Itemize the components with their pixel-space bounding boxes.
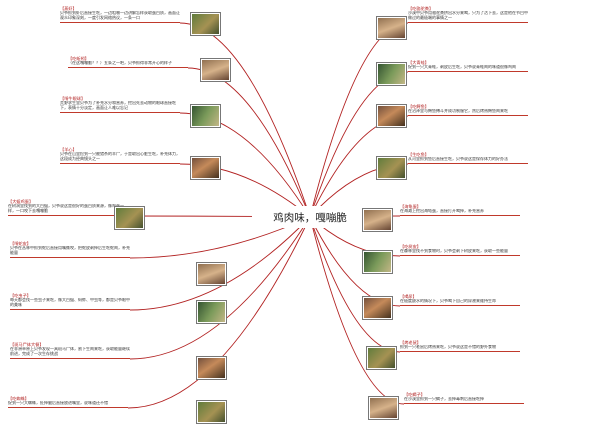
topic-node: 【吃蜘蛛】捉到一只大蜘蛛，扯掉腿后直接放进嘴里，说味道还不错 xyxy=(8,396,128,408)
topic-text: 在极度缺水的情况下，贝爷喝下自己的尿液来维持生命 xyxy=(400,299,520,306)
topic-node: 【海龟蛋】在海滩上挖出海龟蛋，直接打开喝掉，补充营养 xyxy=(400,204,520,216)
topic-node: 【蒸虾】贝爷抓到虾后直接生吃，一边咀嚼一边讲解怎样获取蛋白质，画面让观众印象深刻… xyxy=(60,6,180,23)
topic-text: 捉到一只大蜘蛛，扯掉腿后直接放进嘴里，说味道还不错 xyxy=(8,401,128,408)
topic-text: 每天都会找一些虫子来吃，像大白蛆、蚂蚱、甲虫等，都是贝爷眼中的美味 xyxy=(10,298,130,310)
photo-thumbnail xyxy=(196,356,227,380)
topic-node: 【吃骆驼粪】沙漠中贝爷用骆驼粪挤出水分来喝，只为了活下去，这是他在节目中做过的最… xyxy=(408,6,528,23)
topic-heading: 【羊心】 xyxy=(60,147,77,152)
topic-heading: 【斑马尸体大餐】 xyxy=(10,342,44,347)
topic-text: 贝爷抓到虾后直接生吃，一边咀嚼一边讲解怎样获取蛋白质，画面让观众印象深刻，一度引… xyxy=(60,11,180,23)
topic-node: 【啃蛇皮】贝爷在丛林中抓到蛇后直接用嘴撕咬，把蛇皮剥掉后生吃蛇肉，补充能量 xyxy=(10,241,130,258)
topic-node: 【烤老鼠】抓到一只老鼠后烤熟来吃，贝爷说这是不错的野外食物 xyxy=(400,340,520,352)
photo-thumbnail xyxy=(196,400,227,424)
topic-text: 在沙漠里抓到一只蝎子，去掉毒刺后直接吃掉 xyxy=(404,397,524,404)
photo-thumbnail xyxy=(190,12,221,36)
topic-heading: 【吃树皮】 xyxy=(400,244,421,249)
topic-heading: 【吃蚯蚓】 xyxy=(68,56,89,61)
topic-text: 在森林里找不到食物时，贝爷会剥下树皮来吃，获取一些能量 xyxy=(400,249,520,256)
topic-text: 在非洲草原上贝爷发现一具斑马尸体，割下生肉来吃，获取能量继续前进，完成了一次生存… xyxy=(10,347,130,359)
photo-thumbnail xyxy=(366,346,397,370)
photo-thumbnail xyxy=(376,16,407,40)
connector-line xyxy=(309,71,409,218)
topic-text: 从河里抓到鱼后直接生吃，贝爷说这是保存体力的好办法 xyxy=(408,157,528,164)
topic-text: 贝爷在丛林中抓到蛇后直接用嘴撕咬，把蛇皮剥掉后生吃蛇肉，补充能量 xyxy=(10,246,130,258)
photo-thumbnail xyxy=(114,206,145,230)
topic-heading: 【吃蜘蛛】 xyxy=(8,396,29,401)
topic-heading: 【吃鳄鱼】 xyxy=(408,104,429,109)
topic-text: 在树洞里找到的大白蛆，贝爷说这是很好的蛋白质来源，像鸡蛋一样，一口咬下去嘎嘣脆 xyxy=(8,204,128,216)
topic-heading: 【啃蛇皮】 xyxy=(10,241,31,246)
topic-heading: 【喝尿】 xyxy=(400,294,417,299)
topic-text: 荒野求生里贝爷为了补充水分和营养，挖出死去动物的眼球直接吃下，表情十分淡定，画面… xyxy=(60,101,180,113)
photo-thumbnail xyxy=(196,300,227,324)
topic-text: 捉到一只大青蛙，剥皮后生吃，贝爷说青蛙肉的味道很像鸡肉 xyxy=(408,65,528,72)
photo-thumbnail xyxy=(196,262,227,286)
photo-thumbnail xyxy=(362,250,393,274)
topic-node: 【羊心】贝爷在山里捡到一只被猎杀的羊尸，于是取出心脏生吃，补充体力，这段成为经典… xyxy=(60,147,180,164)
topic-node: 【斑马尸体大餐】在非洲草原上贝爷发现一具斑马尸体，割下生肉来吃，获取能量继续前进… xyxy=(10,342,130,359)
central-topic: 鸡肉味，嘎嘣脆 xyxy=(252,206,368,228)
photo-thumbnail xyxy=(376,156,407,180)
topic-node: 【吃鳄鱼】在沼泽里与鳄鱼搏斗并成功制服它，然后烤熟鳄鱼肉来吃 xyxy=(408,104,528,116)
photo-thumbnail xyxy=(376,62,407,86)
topic-text: 在沼泽里与鳄鱼搏斗并成功制服它，然后烤熟鳄鱼肉来吃 xyxy=(408,109,528,116)
topic-node: 【大蛆鸡蛋】在树洞里找到的大白蛆，贝爷说这是很好的蛋白质来源，像鸡蛋一样，一口咬… xyxy=(8,199,128,216)
topic-text: 在海滩上挖出海龟蛋，直接打开喝掉，补充营养 xyxy=(400,209,520,216)
central-topic-title: 鸡肉味，嘎嘣脆 xyxy=(273,211,347,224)
topic-text: 贝爷在山里捡到一只被猎杀的羊尸，于是取出心脏生吃，补充体力，这段成为经典镜头之一 xyxy=(60,152,180,164)
photo-thumbnail xyxy=(376,104,407,128)
topic-heading: 【蒸虾】 xyxy=(60,6,77,11)
topic-text: 抓到一只老鼠后烤熟来吃，贝爷说这是不错的野外食物 xyxy=(400,345,520,352)
topic-heading: 【海龟蛋】 xyxy=(400,204,421,209)
photo-thumbnail xyxy=(200,58,231,82)
topic-heading: 【大蛆鸡蛋】 xyxy=(8,199,34,204)
topic-node: 【啃牛眼球】荒野求生里贝爷为了补充水分和营养，挖出死去动物的眼球直接吃下，表情十… xyxy=(60,96,180,113)
photo-thumbnail xyxy=(368,396,399,420)
topic-heading: 【吃蝎子】 xyxy=(404,392,425,397)
topic-node: 【大青蛙】捉到一只大青蛙，剥皮后生吃，贝爷说青蛙肉的味道很像鸡肉 xyxy=(408,60,528,72)
photo-thumbnail xyxy=(362,208,393,232)
topic-heading: 【烤老鼠】 xyxy=(400,340,421,345)
topic-text: 沙漠中贝爷用骆驼粪挤出水分来喝，只为了活下去，这是他在节目中做过的最极端的事情之… xyxy=(408,11,528,23)
topic-heading: 【大青蛙】 xyxy=(408,60,429,65)
topic-node: 【吃虫子】每天都会找一些虫子来吃，像大白蛆、蚂蚱、甲虫等，都是贝爷眼中的美味 xyxy=(10,293,130,310)
topic-node: 【喝尿】在极度缺水的情况下，贝爷喝下自己的尿液来维持生命 xyxy=(400,294,520,306)
photo-thumbnail xyxy=(190,104,221,128)
topic-node: 【吃蚯蚓】（在这嘎嘣脆？？）五条之一吧，贝爷抓得非常开心的样子 xyxy=(68,56,188,68)
photo-thumbnail xyxy=(190,156,221,180)
topic-heading: 【啃牛眼球】 xyxy=(60,96,86,101)
connector-line xyxy=(129,216,311,360)
topic-heading: 【吃虫子】 xyxy=(10,293,31,298)
topic-node: 【生吃鱼】从河里抓到鱼后直接生吃，贝爷说这是保存体力的好办法 xyxy=(408,152,528,164)
connector-line xyxy=(309,216,401,353)
topic-heading: 【吃骆驼粪】 xyxy=(408,6,434,11)
topic-node: 【吃树皮】在森林里找不到食物时，贝爷会剥下树皮来吃，获取一些能量 xyxy=(400,244,520,256)
topic-heading: 【生吃鱼】 xyxy=(408,152,429,157)
connector-line xyxy=(129,216,311,311)
topic-node: 【吃蝎子】在沙漠里抓到一只蝎子，去掉毒刺后直接吃掉 xyxy=(404,392,524,404)
photo-thumbnail xyxy=(362,296,393,320)
topic-text: （在这嘎嘣脆？？）五条之一吧，贝爷抓得非常开心的样子 xyxy=(68,61,188,68)
